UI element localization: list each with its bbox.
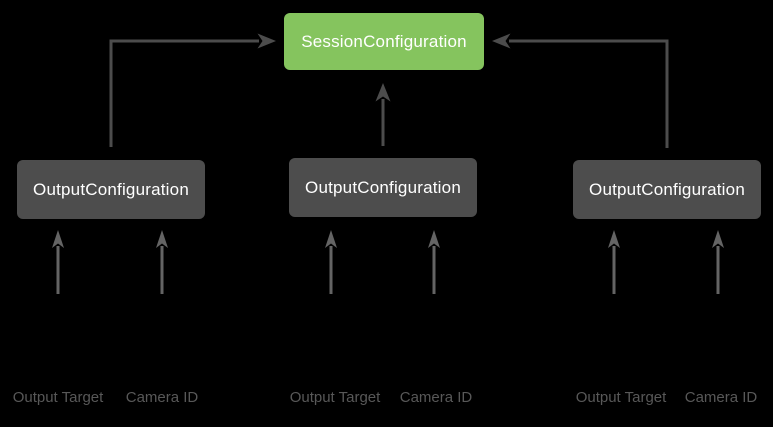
input-label-camera-id-3: Camera ID [684,389,758,406]
arrow-camera-id-2-icon [428,230,440,294]
arrow-camera-id-1-icon [156,230,168,294]
arrow-left-output-to-session-icon [109,33,276,147]
session-configuration-box: SessionConfiguration [284,13,484,70]
output-configuration-box-middle: OutputConfiguration [289,158,477,217]
output-configuration-box-left: OutputConfiguration [17,160,205,219]
arrow-output-target-3-icon [608,230,620,294]
input-label-output-target-2: Output Target [289,389,381,406]
input-label-camera-id-2: Camera ID [399,389,473,406]
output-configuration-box-right: OutputConfiguration [573,160,761,219]
input-label-camera-id-1: Camera ID [125,389,199,406]
arrow-output-target-2-icon [325,230,337,294]
input-label-output-target-1: Output Target [12,389,104,406]
arrow-right-output-to-session-icon [492,33,669,148]
input-label-output-target-3: Output Target [575,389,667,406]
arrow-camera-id-3-icon [712,230,724,294]
arrow-output-target-1-icon [52,230,64,294]
arrow-middle-output-to-session-icon [375,83,391,146]
